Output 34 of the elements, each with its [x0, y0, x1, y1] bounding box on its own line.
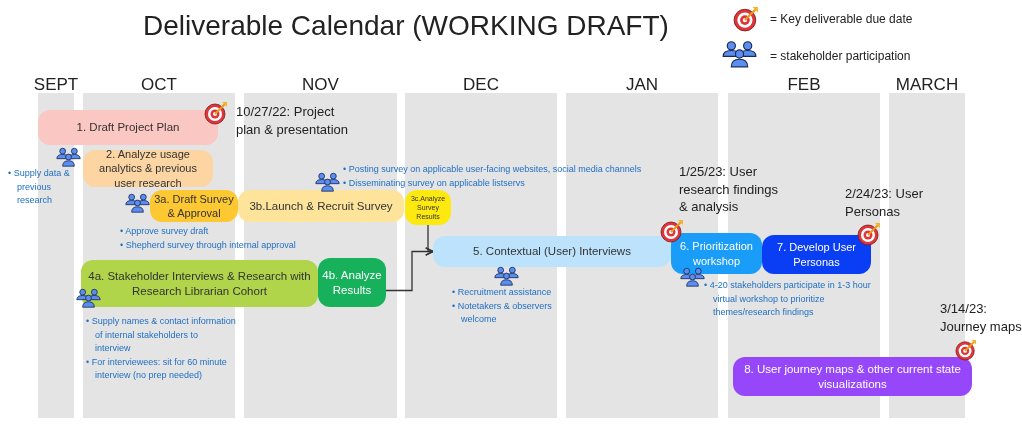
title: Deliverable Calendar (WORKING DRAFT)	[143, 10, 669, 42]
task-bar: 7. Develop User Personas	[762, 235, 871, 274]
bullet-note: • For interviewees: sit for 60 minute interview (no prep needed)	[86, 355, 228, 382]
bullet-note: • Supply names & contact information of internal stakeholders to interview	[86, 315, 236, 355]
month-label: FEB	[786, 75, 822, 95]
task-bar: 8. User journey maps & other current state visualizations	[733, 357, 972, 396]
legend-text: = stakeholder participation	[770, 49, 911, 63]
bullet-note: • Supply data & previous research	[8, 167, 71, 207]
bullet-note: • 4-20 stakeholders participate in 1-3 hour virtual workshop to prioritize themes/research findings	[704, 279, 872, 319]
due-date-note: 2/24/23: User Personas	[845, 185, 925, 221]
bullet-note: • Shepherd survey through internal approval	[120, 238, 297, 252]
due-date-note: 3/14/23: Journey maps	[940, 300, 1022, 336]
task-bar: 5. Contextual (User) Interviews	[433, 236, 671, 267]
bullet-note: • Posting survey on applicable user-facing websites, social media channels	[343, 163, 643, 176]
legend-text: = Key deliverable due date	[770, 12, 913, 26]
due-date-note: 1/25/23: User research findings & analysis	[679, 163, 779, 216]
task-bar: 4b. Analyze Results	[318, 258, 386, 307]
month-label: NOV	[301, 75, 340, 95]
bullet-note: • Disseminating survey on applicable listservs	[343, 176, 526, 190]
task-bar: 3a. Draft Survey & Approval	[150, 190, 238, 222]
task-bar: 2. Analyze usage analytics & previous user research	[83, 150, 213, 187]
task-bar: 4a. Stakeholder Interviews & Research with Research Librarian Cohort	[81, 260, 318, 307]
month-label: SEPT	[32, 75, 80, 95]
month-label: JAN	[624, 75, 660, 95]
bullet-note: • Approve survey draft	[120, 225, 210, 238]
bullet-note: • Recruitment assistance	[452, 286, 553, 299]
task-bar: 3b.Launch & Recruit Survey	[238, 190, 404, 222]
bullet-note: • Notetakers & observers welcome	[452, 299, 553, 326]
month-label: DEC	[462, 75, 500, 95]
task-bar: 6. Prioritization workshop	[671, 233, 762, 274]
task-bar: 1. Draft Project Plan	[38, 110, 218, 145]
month-label: MARCH	[894, 75, 960, 95]
due-date-note: 10/27/22: Project plan & presentation	[236, 103, 350, 139]
connector-arrow	[385, 247, 434, 292]
